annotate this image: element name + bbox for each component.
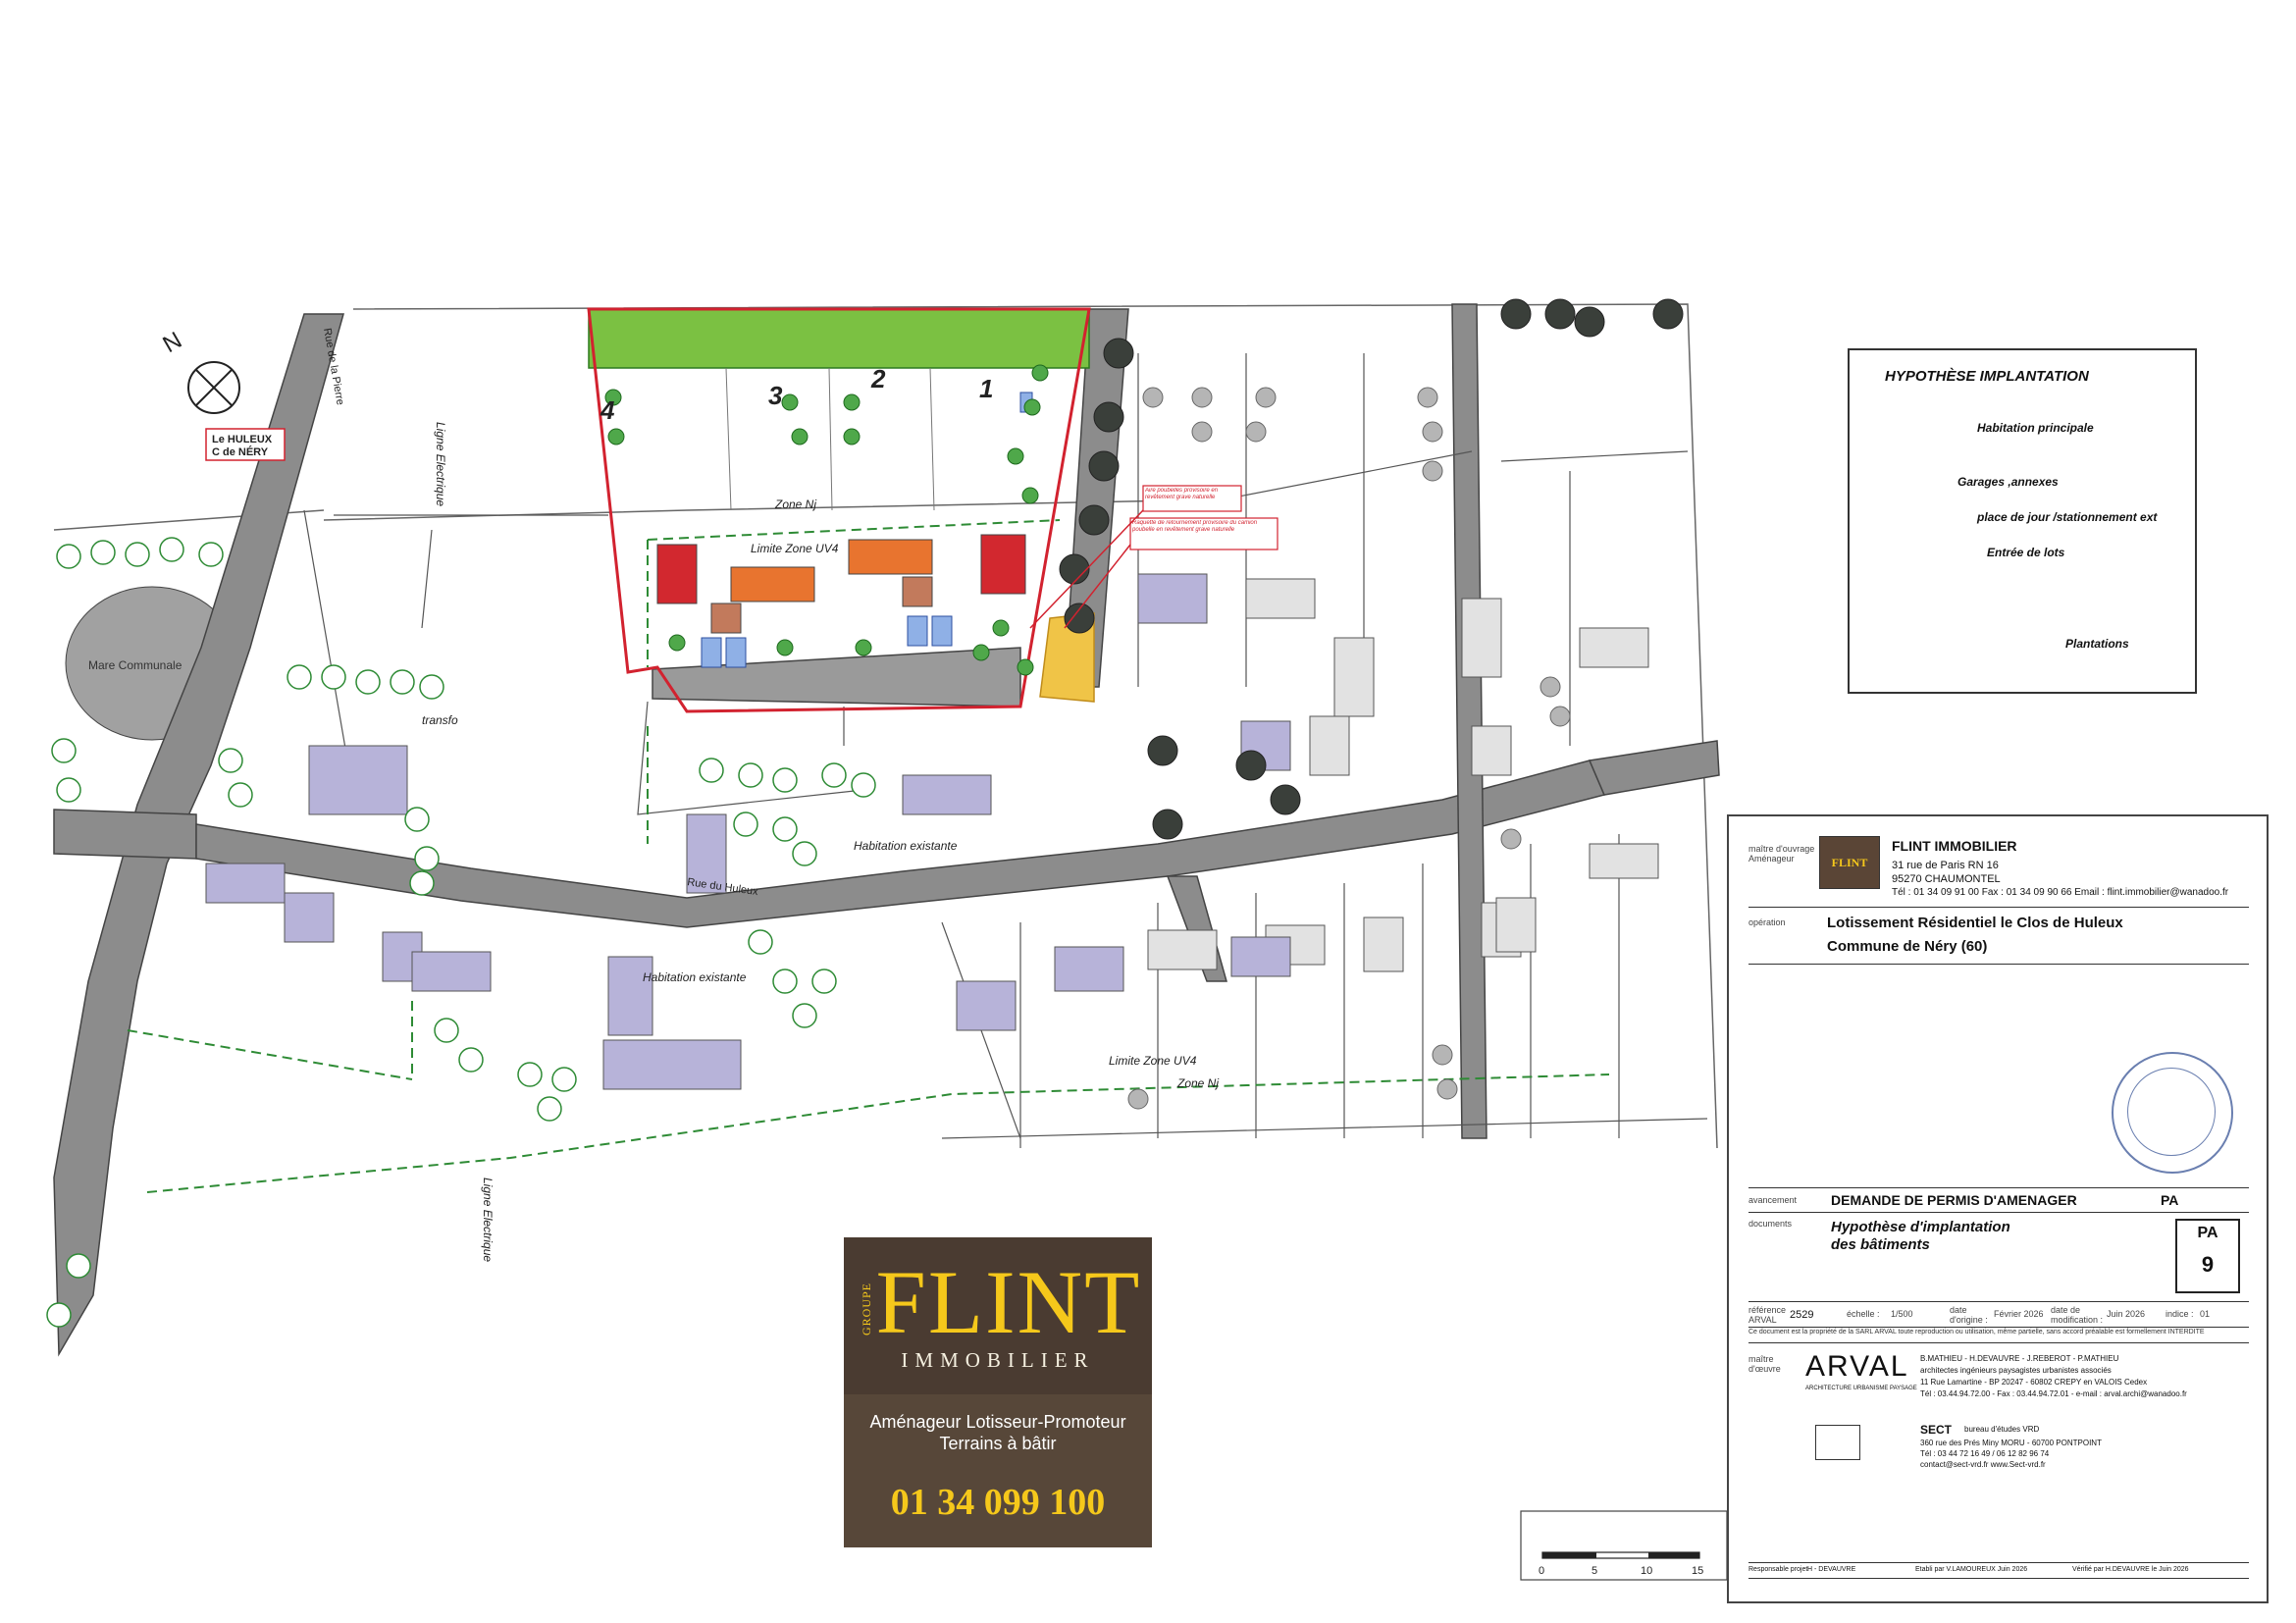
legend-item-plantations: Plantations <box>2065 637 2129 651</box>
place-tag-line1: Le HULEUX <box>212 434 273 445</box>
avancement-label: avancement <box>1748 1195 1798 1205</box>
lot-3-label: 3 <box>768 381 783 410</box>
place-tag-line2: C de NÉRY <box>212 445 269 458</box>
sect-mail: contact@sect-vrd.fr www.Sect-vrd.fr <box>1920 1460 2046 1469</box>
zone-nj-bottom-label: Zone Nj <box>1176 1076 1219 1090</box>
date-modif-label: date de modification : <box>2051 1305 2104 1325</box>
document-line2: des bâtiments <box>1831 1236 1930 1253</box>
date-origine-value: Février 2026 <box>1994 1309 2044 1319</box>
note-2: Raquette de retournement provisoire du c… <box>1132 520 1258 533</box>
habitation-existante-2: Habitation existante <box>643 970 747 984</box>
ad-line2: Terrains à bâtir <box>939 1434 1057 1453</box>
operation-label: opération <box>1748 917 1786 927</box>
documents-label: documents <box>1748 1219 1793 1229</box>
echelle-label: échelle : <box>1847 1309 1880 1319</box>
architect-names: B.MATHIEU - H.DEVAUVRE - J.REBEROT - P.M… <box>1920 1354 2119 1363</box>
sect-logo <box>1815 1425 1860 1460</box>
echelle-value: 1/500 <box>1891 1309 1913 1319</box>
maitre-ouvrage-label: maître d'ouvrage Aménageur <box>1748 844 1815 864</box>
legend-title: HYPOTHÈSE IMPLANTATION <box>1885 368 2089 385</box>
indice-value: 01 <box>2200 1309 2211 1319</box>
company-contact: Tél : 01 34 09 91 00 Fax : 01 34 09 90 6… <box>1892 887 2229 898</box>
copyright-note: Ce document est la propriété de la SARL … <box>1748 1329 2205 1335</box>
verifie-par: Vérifié par H.DEVAUVRE le Juin 2026 <box>2072 1566 2189 1573</box>
legend-item-habitation: Habitation principale <box>1977 421 2094 435</box>
company-name: FLINT IMMOBILIER <box>1892 838 2017 854</box>
ligne-electrique-top: Ligne Electrique <box>434 422 447 506</box>
flint-advert: GROUPE FLINT IMMOBILIER Aménageur Lotiss… <box>844 1237 1152 1547</box>
resp-value: H - DEVAUVRE <box>1807 1566 1856 1573</box>
pa-code: PA <box>2161 1192 2179 1208</box>
legend-item-parking: place de jour /stationnement ext <box>1977 510 2158 524</box>
roads <box>53 303 1720 1357</box>
resp-label: Responsable projet <box>1748 1566 1808 1573</box>
indice-label: indice : <box>2166 1309 2194 1319</box>
ad-brand: FLINT <box>875 1252 1142 1352</box>
ligne-electrique-bottom: Ligne Electrique <box>481 1178 495 1262</box>
zone-nj-top-label: Zone Nj <box>774 497 816 511</box>
transfo-label: transfo <box>422 713 458 727</box>
date-modif-value: Juin 2026 <box>2107 1309 2146 1319</box>
legend-panel: HYPOTHÈSE IMPLANTATION Habitation princi… <box>1848 348 2197 694</box>
lot-1-label: 1 <box>979 374 993 403</box>
legend-item-garages: Garages ,annexes <box>1957 475 2059 489</box>
scale-15: 15 <box>1692 1565 1703 1577</box>
ref-label: référence ARVAL <box>1748 1305 1787 1325</box>
maitre-oeuvre-label: maître d'œuvre <box>1748 1354 1781 1374</box>
plantation-strip <box>588 308 1090 369</box>
scale-0: 0 <box>1539 1565 1544 1577</box>
lot-4-label: 4 <box>600 395 615 425</box>
sect-tel: Tél : 03 44 72 16 49 / 06 12 82 96 74 <box>1920 1449 2050 1458</box>
ad-line1: Aménageur Lotisseur-Promoteur <box>869 1412 1126 1432</box>
etabli-par: Etabli par V.LAMOUREUX Juin 2026 <box>1915 1566 2028 1573</box>
flint-logo: FLINT <box>1819 836 1880 889</box>
sect-address: 360 rue des Prés Miny MORU - 60700 PONTP… <box>1920 1439 2102 1447</box>
scale-5: 5 <box>1592 1565 1597 1577</box>
operation-line2: Commune de Néry (60) <box>1827 938 1988 955</box>
ref-value: 2529 <box>1790 1309 1814 1321</box>
official-stamp <box>2112 1052 2233 1174</box>
legend-item-entree: Entrée de lots <box>1987 546 2065 559</box>
arval-logo: ARVAL <box>1805 1350 1909 1383</box>
operation-line1: Lotissement Résidentiel le Clos de Huleu… <box>1827 915 2123 931</box>
company-addr2: 95270 CHAUMONTEL <box>1892 873 2001 885</box>
scale-10: 10 <box>1641 1565 1652 1577</box>
architect-roles: architectes ingénieurs paysagistes urban… <box>1920 1366 2112 1375</box>
limite-zone-top-label: Limite Zone UV4 <box>751 542 839 555</box>
sect-name: SECT <box>1920 1423 1953 1437</box>
title-block: maître d'ouvrage Aménageur FLINT FLINT I… <box>1727 814 2269 1603</box>
avancement-value: DEMANDE DE PERMIS D'AMENAGER <box>1831 1192 2077 1208</box>
limite-zone-bottom-label: Limite Zone UV4 <box>1109 1054 1197 1068</box>
mare-label: Mare Communale <box>88 658 183 672</box>
lot-2-label: 2 <box>870 364 886 393</box>
architect-contact: Tél : 03.44.94.72.00 - Fax : 03.44.94.72… <box>1920 1389 2187 1398</box>
north-label: N <box>159 327 187 358</box>
north-compass-icon <box>187 361 240 414</box>
scale-bar <box>1541 1551 1700 1559</box>
notes-red: Aire poubelles provisoire en revêtement … <box>1029 485 1278 629</box>
architect-address: 11 Rue Lamartine - BP 20247 - 60802 CREP… <box>1920 1378 2148 1387</box>
company-addr1: 31 rue de Paris RN 16 <box>1892 860 1999 871</box>
arval-sub: ARCHITECTURE URBANISME PAYSAGE <box>1805 1386 1917 1391</box>
pa9-box: PA 9 <box>2175 1219 2240 1293</box>
place-tag: Le HULEUX C de NÉRY <box>205 428 286 461</box>
note-1: Aire poubelles provisoire en revêtement … <box>1145 488 1219 500</box>
ad-phone: 01 34 099 100 <box>890 1482 1106 1523</box>
pa9-number: 9 <box>2201 1252 2215 1277</box>
pa9-letters: PA <box>2197 1225 2218 1241</box>
ad-immobilier: IMMOBILIER <box>901 1348 1095 1372</box>
sect-sub: bureau d'études VRD <box>1964 1425 2040 1434</box>
habitation-existante-1: Habitation existante <box>854 839 958 853</box>
date-origine-label: date d'origine : <box>1950 1305 1988 1325</box>
document-line1: Hypothèse d'implantation <box>1831 1219 2010 1235</box>
